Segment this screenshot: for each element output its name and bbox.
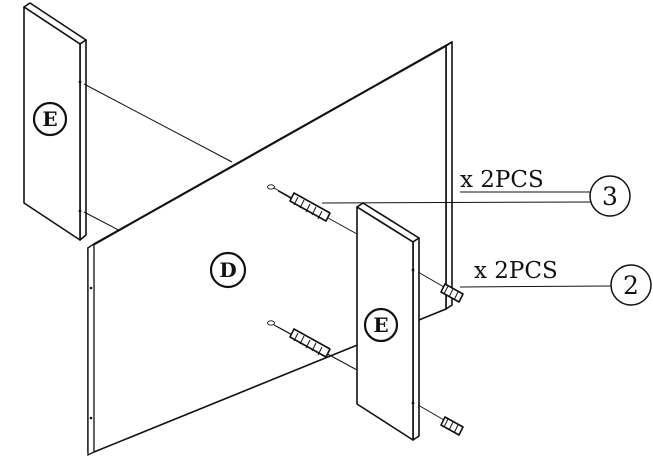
part-label-d: D [209,251,247,289]
part-letter-e-right: E [373,313,388,337]
dowel-upper [277,190,331,222]
callout-dowel: x 2PCS 3 [321,167,631,217]
cam-bolt-upper [417,271,464,303]
callout-number-dowel: 3 [602,182,618,211]
cam-bolt-lower [417,404,464,436]
callout-quantity-dowel: x 2PCS [460,167,544,193]
part-letter-e-left: E [42,107,57,131]
callout-quantity-bolt: x 2PCS [474,258,558,284]
part-label-e-left: E [32,101,68,137]
large-panel-d [87,41,453,457]
part-letter-d: D [219,258,236,282]
dowel-lower [277,326,331,358]
callout-bolt: x 2PCS 2 [459,258,652,306]
callout-number-bolt: 2 [623,271,639,300]
part-label-e-right: E [363,307,399,343]
